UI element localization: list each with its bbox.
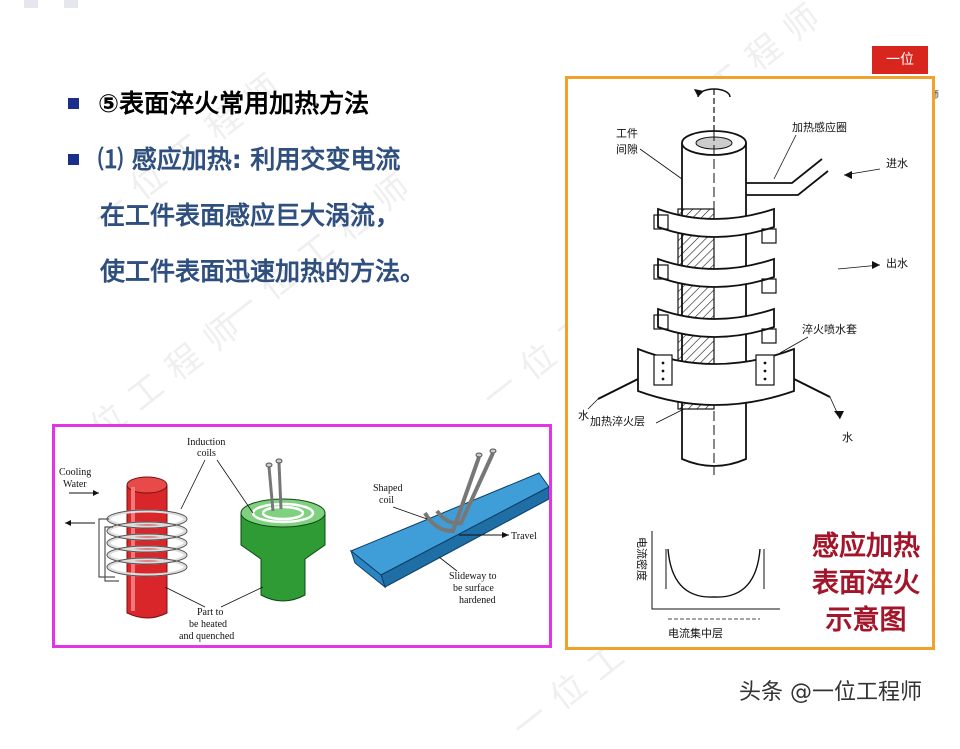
caption-line: 感应加热: [812, 531, 920, 562]
water-out-label: 出水: [886, 256, 908, 270]
red-rod-top: [126, 476, 168, 494]
induction-heating-diagram: 工件 间隙 加热感应圈 进水 出水 淬火喷水套 水 加热淬火层 水 电流密度 电…: [578, 88, 908, 640]
square-bullet-icon: [68, 98, 79, 109]
bullet-list: ⑤表面淬火常用加热方法 ⑴ 感应加热: 利用交变电流 在工件表面感应巨大涡流， …: [62, 84, 542, 300]
induction-coils-label: coils: [197, 448, 216, 459]
slide-heading-row: ⑤表面淬火常用加热方法: [62, 84, 542, 124]
induction-heating-schematic: 工件 间隙 加热感应圈 进水 出水 淬火喷水套 水 加热淬火层 水 电流密度 电…: [565, 76, 935, 650]
hardened-layer-label: 加热淬火层: [590, 414, 645, 428]
current-concentration-layer-label: 电流集中层: [668, 626, 723, 640]
gap-label: 间隙: [616, 142, 638, 156]
part-label: and quenched: [179, 631, 234, 642]
current-density-curve: [667, 548, 761, 598]
body-line: 在工件表面感应巨大涡流，: [100, 201, 401, 230]
shaped-coil-label: coil: [379, 495, 394, 506]
water-left-label: 水: [578, 409, 589, 422]
water-right-label: 水: [842, 431, 853, 444]
body-line: ⑴ 感应加热: 利用交变电流: [98, 145, 401, 174]
spray-sleeve-shape: [637, 347, 795, 406]
corner-mark: [24, 0, 38, 8]
square-bullet-icon: [68, 154, 79, 165]
shaped-coil-label: Shaped: [373, 483, 402, 494]
body-line: 使工件表面迅速加热的方法。: [100, 257, 426, 286]
slide-body-row: ⑴ 感应加热: 利用交变电流 在工件表面感应巨大涡流， 使工件表面迅速加热的方法…: [62, 132, 542, 300]
corner-mark: [64, 0, 78, 8]
caption-line: 示意图: [825, 605, 907, 636]
caption-line: 表面淬火: [812, 568, 920, 599]
spray-sleeve-label: 淬火喷水套: [802, 322, 857, 336]
green-gear-shape: [240, 512, 326, 602]
part-label: be heated: [189, 619, 227, 630]
induction-coils-illustration: Cooling Water Induction coils Part to be…: [59, 437, 550, 642]
workpiece-label: 工件: [616, 127, 638, 140]
slide-heading: ⑤表面淬火常用加热方法: [98, 89, 370, 118]
travel-label: Travel: [511, 531, 537, 542]
brand-badge: 一位: [872, 46, 928, 74]
slideway-label: hardened: [459, 595, 496, 606]
induction-coils-label: Induction: [187, 437, 225, 448]
footer-brand: 头条 @一位工程师: [739, 680, 922, 705]
slideway-label: Slideway to: [449, 571, 497, 582]
heating-coil-label: 加热感应圈: [792, 120, 847, 134]
cooling-water-label: Water: [63, 479, 87, 490]
part-label: Part to: [197, 607, 223, 618]
current-density-label: 电流密度: [635, 537, 649, 581]
induction-coils-figure: Cooling Water Induction coils Part to be…: [52, 424, 552, 648]
water-in-label: 进水: [886, 157, 908, 170]
coil-loops: [657, 207, 775, 338]
cooling-water-label: Cooling: [59, 467, 91, 478]
schematic-caption: 感应加热 表面淬火 示意图: [812, 528, 920, 639]
slideway-label: be surface: [453, 583, 494, 594]
